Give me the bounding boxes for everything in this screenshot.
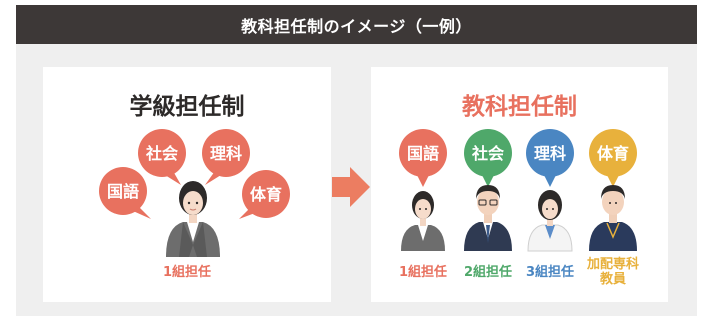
taiiku-teacher-bubble: 体育 bbox=[589, 129, 637, 187]
kokugo-label: 国語 bbox=[107, 182, 139, 201]
rika-label: 理科 bbox=[210, 144, 242, 163]
teacher-4-label: 加配専科 教員 bbox=[581, 257, 645, 287]
shakai-teacher-subject: 社会 bbox=[471, 144, 504, 163]
subject-panel-title: 教科担任制 bbox=[462, 94, 577, 120]
diagram-header: 教科担任制のイメージ（一例） bbox=[16, 5, 697, 44]
header-title: 教科担任制のイメージ（一例） bbox=[241, 16, 472, 36]
teacher-2-label: 2組担任 bbox=[463, 265, 513, 280]
shakai-bubble: 社会 bbox=[138, 129, 186, 185]
homeroom-teacher-panel: 学級担任制 国語 社会 理科 体育 bbox=[43, 67, 331, 302]
teacher-4-label-line1: 加配専科 bbox=[586, 257, 639, 272]
homeroom-teacher-label: 1組担任 bbox=[162, 265, 212, 280]
rika-teacher-bubble: 理科 bbox=[526, 129, 574, 187]
teacher-4-label-line2: 教員 bbox=[599, 272, 626, 287]
subject-teacher-panel: 教科担任制 国語 社会 理科 体育 bbox=[371, 67, 668, 302]
rika-bubble: 理科 bbox=[202, 129, 250, 185]
kokugo-teacher-bubble: 国語 bbox=[399, 129, 447, 187]
homeroom-subject-bubbles: 国語 社会 理科 体育 bbox=[99, 129, 290, 257]
taiiku-teacher-subject: 体育 bbox=[597, 144, 629, 163]
teacher-3-label: 3組担任 bbox=[525, 265, 575, 280]
homeroom-panel-title: 学級担任制 bbox=[129, 94, 245, 120]
taiiku-bubble: 体育 bbox=[239, 170, 290, 219]
subject-teacher-figures: 国語 社会 理科 体育 bbox=[399, 129, 637, 252]
rika-teacher-subject: 理科 bbox=[534, 144, 566, 163]
shakai-teacher-bubble: 社会 bbox=[464, 129, 512, 187]
shakai-label: 社会 bbox=[145, 144, 178, 163]
kokugo-bubble: 国語 bbox=[99, 167, 151, 219]
homeroom-teacher-figure bbox=[166, 181, 220, 257]
teacher-2-figure bbox=[464, 185, 512, 251]
kokugo-teacher-subject: 国語 bbox=[407, 144, 439, 163]
teacher-1-label: 1組担任 bbox=[398, 265, 448, 280]
transition-arrow-icon bbox=[332, 167, 370, 207]
teacher-4-figure bbox=[589, 185, 637, 251]
taiiku-label: 体育 bbox=[250, 185, 282, 204]
teacher-1-figure bbox=[401, 191, 445, 251]
teacher-3-figure bbox=[527, 190, 573, 252]
